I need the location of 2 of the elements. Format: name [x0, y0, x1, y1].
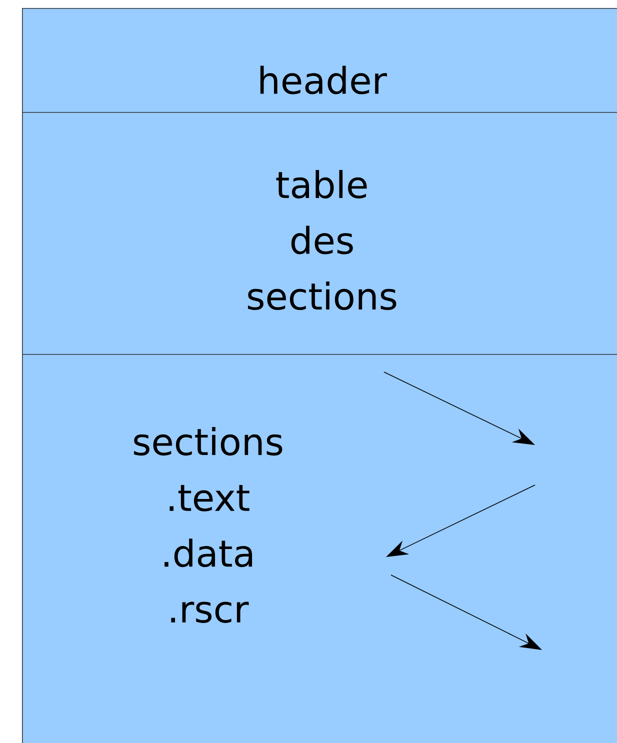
section-band: sections .text .data .rscr — [22, 354, 617, 743]
section-band: header — [22, 8, 617, 113]
